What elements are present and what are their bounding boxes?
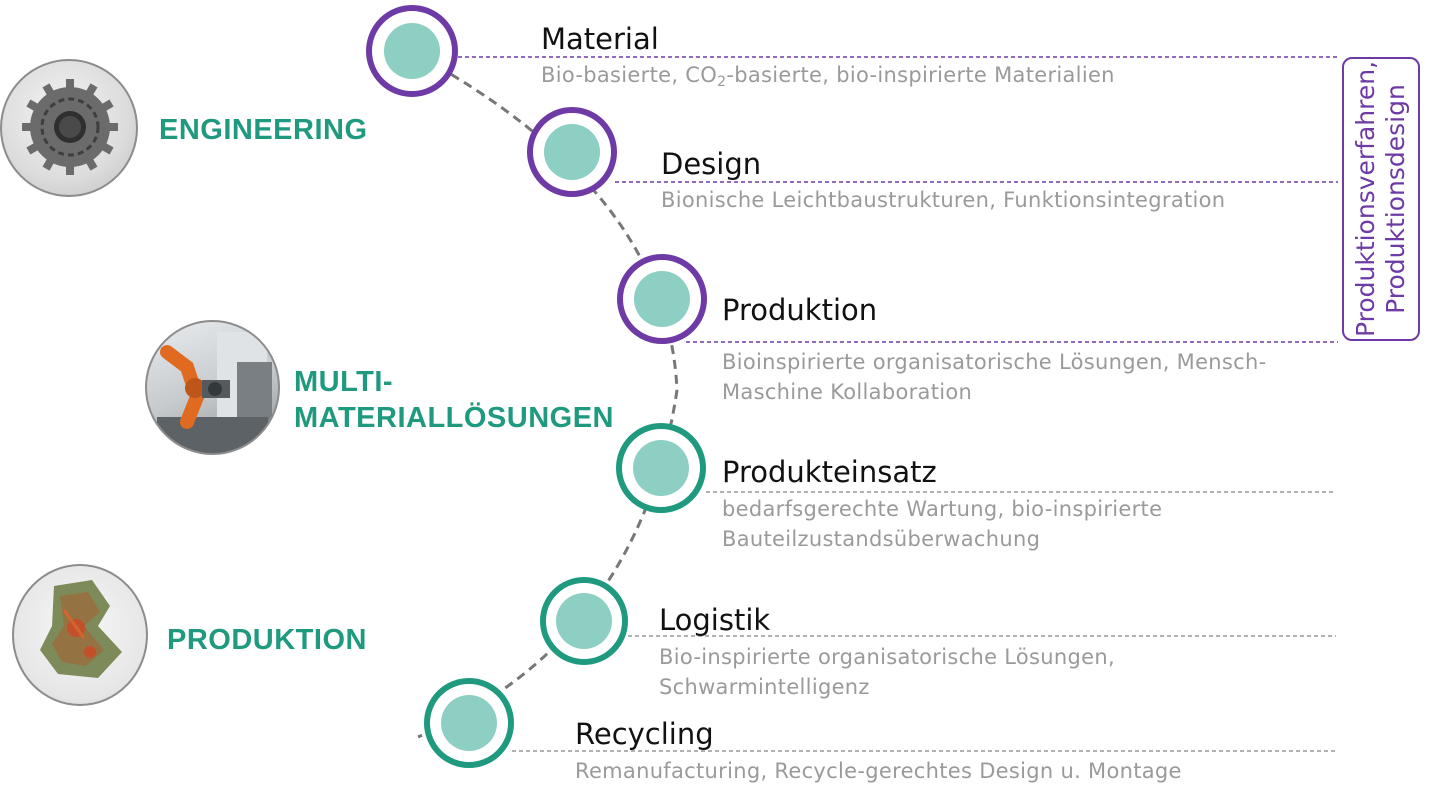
step-desc-produkteinsatz: bedarfsgerechte Wartung, bio-inspirierte…	[722, 497, 1163, 551]
category-label-multimaterial: MULTI- MATERIALLÖSUNGEN	[294, 366, 615, 434]
step-desc-material: Bio-basierte, CO2-basierte, bio-inspirie…	[541, 63, 1115, 90]
step-node-design	[527, 107, 617, 197]
gear-icon	[22, 79, 118, 175]
step-node-produkteinsatz	[616, 423, 706, 513]
gear-part-photo	[0, 59, 138, 197]
step-title-produkteinsatz: Produkteinsatz	[722, 455, 937, 489]
category-label-produktion: PRODUKTION	[167, 624, 367, 656]
step-desc-logistik: Bio-inspirierte organisatorische Lösunge…	[659, 645, 1115, 699]
step-title-recycling: Recycling	[575, 717, 714, 751]
printed-part-icon	[40, 580, 122, 678]
step-node-logistik	[540, 577, 628, 665]
printed-part-photo	[12, 564, 148, 706]
step-node-recycling	[424, 678, 514, 768]
step-desc-design: Bionische Leichtbaustrukturen, Funktions…	[661, 188, 1226, 212]
step-title-material: Material	[541, 22, 659, 56]
step-node-material	[366, 5, 458, 97]
step-node-produktion	[617, 254, 707, 344]
robot-arm-photo	[145, 320, 280, 455]
step-title-produktion: Produktion	[722, 293, 878, 327]
production-scope-box: Produktionsverfahren, Produktionsdesign	[1342, 57, 1420, 341]
step-desc-recycling: Remanufacturing, Recycle-gerechtes Desig…	[575, 759, 1182, 783]
production-scope-label: Produktionsverfahren, Produktionsdesign	[1351, 60, 1410, 338]
step-title-design: Design	[661, 147, 762, 181]
step-title-logistik: Logistik	[659, 603, 771, 637]
category-label-engineering: ENGINEERING	[159, 114, 368, 146]
step-desc-produktion: Bioinspirierte organisatorische Lösungen…	[722, 350, 1267, 404]
robot-arm-icon	[157, 332, 272, 453]
